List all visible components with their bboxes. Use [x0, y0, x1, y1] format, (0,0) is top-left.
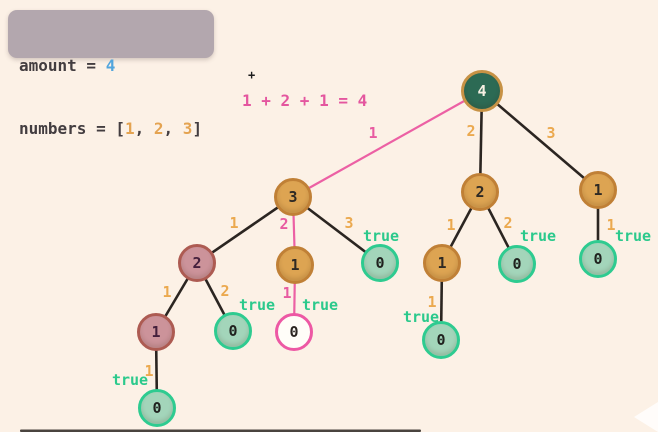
edge-weight-label: 1 [144, 362, 154, 380]
edge-weight-label: 2 [466, 122, 476, 140]
tree-node: 0 [498, 245, 536, 283]
edge-weight-label: 1 [282, 284, 292, 302]
tree-node: 0 [275, 313, 313, 351]
node-value: 4 [477, 82, 487, 100]
tree-node: 1 [137, 313, 175, 351]
node-value: 0 [228, 322, 238, 340]
true-label: true [238, 296, 276, 314]
node-value: 0 [152, 399, 162, 417]
comma: , [134, 119, 154, 138]
tree-node: 4 [461, 70, 503, 112]
amount-value: 4 [105, 56, 116, 75]
numbers-value-1: 1 [124, 119, 135, 138]
node-value: 0 [436, 331, 446, 349]
node-value: 2 [475, 183, 485, 201]
tree-edge [481, 90, 599, 191]
node-value: 1 [437, 254, 447, 272]
tree-node: 0 [214, 312, 252, 350]
path-sum-equation: 1 + 2 + 1 = 4 [242, 91, 368, 110]
code-line-amount: amount = 4 [19, 55, 214, 76]
edge-weight-label: 1 [162, 283, 172, 301]
bracket-close: ] [192, 119, 203, 138]
true-label: true [614, 227, 652, 245]
true-label: true [519, 227, 557, 245]
edge-weight-label: 1 [427, 293, 437, 311]
tree-node: 3 [274, 178, 312, 216]
tree-node: 0 [138, 389, 176, 427]
edge-weight-label: 3 [546, 124, 556, 142]
tree-node: 0 [422, 321, 460, 359]
true-label: true [111, 371, 149, 389]
tree-node: 2 [178, 244, 216, 282]
node-value: 1 [290, 256, 300, 274]
numbers-value-3: 3 [182, 119, 193, 138]
edge-weight-label: 2 [503, 214, 513, 232]
true-label: true [362, 227, 400, 245]
highlighted-tree-edge [292, 90, 483, 198]
mouse-cursor: + [248, 68, 256, 82]
numbers-value-2: 2 [153, 119, 164, 138]
tree-node: 0 [361, 244, 399, 282]
equals-sign: = [76, 56, 106, 75]
tree-node: 2 [461, 173, 499, 211]
code-line-numbers: numbers = [1, 2, 3] [19, 118, 214, 139]
edge-weight-label: 2 [220, 282, 230, 300]
node-value: 0 [512, 255, 522, 273]
edge-weight-label: 1 [368, 124, 378, 142]
tree-node: 1 [423, 244, 461, 282]
node-value: 1 [593, 181, 603, 199]
tree-node: 1 [579, 171, 617, 209]
code-box: amount = 4 numbers = [1, 2, 3] [8, 10, 214, 138]
window-edge-line [20, 429, 421, 432]
tree-node: 0 [579, 240, 617, 278]
node-value: 0 [375, 254, 385, 272]
node-value: 3 [288, 188, 298, 206]
true-label: true [301, 296, 339, 314]
comma: , [163, 119, 183, 138]
node-value: 1 [151, 323, 161, 341]
edge-weight-label: 1 [229, 214, 239, 232]
numbers-label: numbers [19, 119, 87, 138]
edge-weight-label: 3 [344, 214, 354, 232]
carousel-next-arrow[interactable] [634, 402, 658, 432]
node-value: 2 [192, 254, 202, 272]
edge-weight-label: 2 [279, 215, 289, 233]
tree-node: 1 [276, 246, 314, 284]
node-value: 0 [593, 250, 603, 268]
bracket-open: [ [115, 119, 125, 138]
equals-sign: = [86, 119, 116, 138]
edge-weight-label: 1 [446, 216, 456, 234]
amount-label: amount [19, 56, 77, 75]
node-value: 0 [289, 323, 299, 341]
true-label: true [402, 308, 440, 326]
edge-weight-label: 1 [606, 216, 616, 234]
